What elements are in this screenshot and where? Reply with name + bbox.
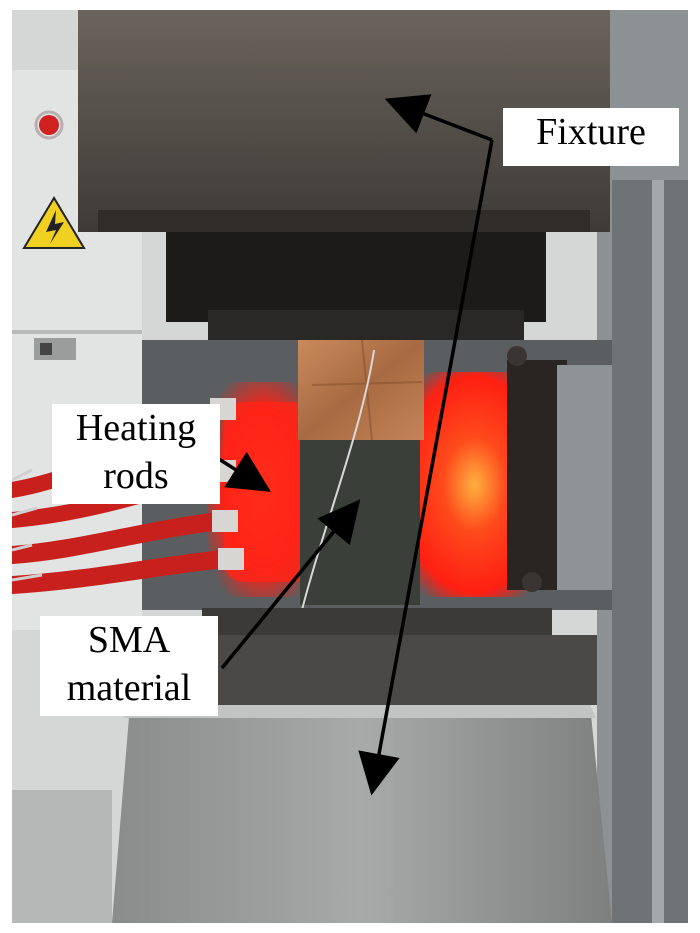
heating-rod-wire <box>12 549 241 594</box>
bolt-icon <box>507 346 527 366</box>
heater-left-core <box>224 402 312 582</box>
heating-rods-label-line1: Heating <box>75 407 197 449</box>
label-plate-inner <box>40 343 52 355</box>
wire-leads <box>12 468 43 582</box>
sma-material-arrow <box>220 499 361 670</box>
wire-sleeve <box>212 510 238 532</box>
bolt-icon <box>522 572 542 592</box>
fixture-label: Fixture <box>503 108 679 166</box>
heating-rods-arrow <box>213 451 271 492</box>
warning-bolt <box>46 210 64 244</box>
fixture-arrow-lower <box>358 139 494 796</box>
indicator-lamp-ring <box>34 110 64 140</box>
sma-material-label-line2: material <box>66 667 192 709</box>
heater-right-plate <box>557 365 612 590</box>
lower-fixture <box>112 705 612 923</box>
right-column-highlight <box>652 180 664 923</box>
sma-material-label-line1: SMA <box>87 619 171 661</box>
lower-platen-2 <box>162 635 597 705</box>
heating-rods-label: Heating rods <box>52 404 220 504</box>
upper-clamp <box>166 232 546 322</box>
upper-fixture-lip <box>98 210 590 232</box>
copper-tape <box>298 340 424 440</box>
indicator-lamp <box>39 115 59 135</box>
fixture-label-text: Fixture <box>536 111 646 153</box>
heating-rods-label-line2: rods <box>103 455 169 497</box>
upper-clamp-base <box>208 310 524 340</box>
sma-material-label: SMA material <box>40 616 218 716</box>
right-column-edge <box>612 180 688 923</box>
fixture-arrow-upper <box>384 94 493 142</box>
heating-rod-wire <box>12 511 236 564</box>
cabinet-seam <box>12 330 142 334</box>
lower-fixture-edge <box>124 705 596 718</box>
floor <box>12 790 112 923</box>
wire-sleeve <box>218 548 244 570</box>
